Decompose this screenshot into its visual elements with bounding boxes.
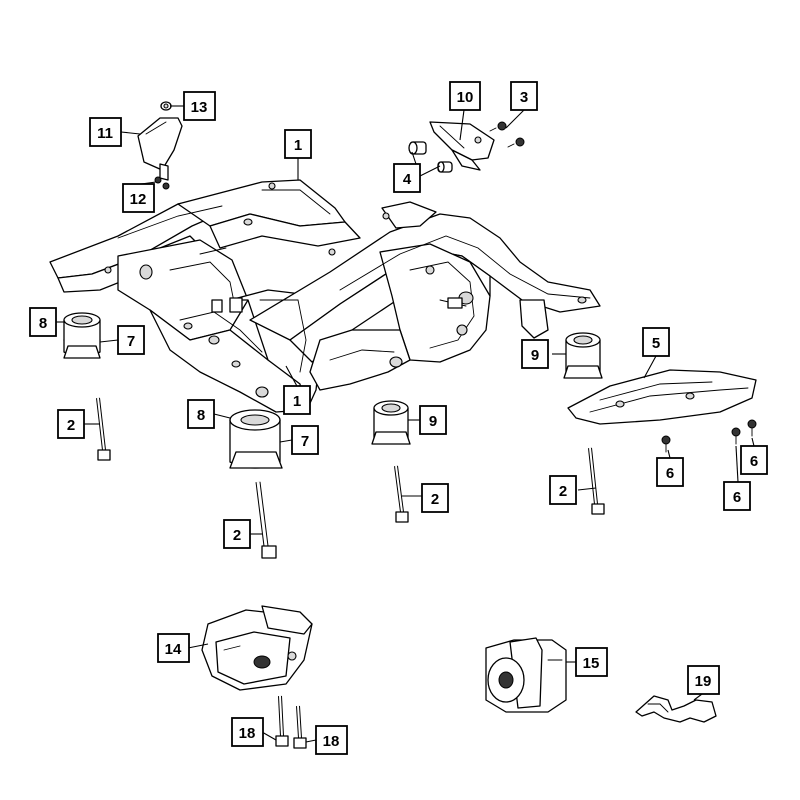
callout-2-right-label: 2	[559, 483, 567, 500]
callout-1-label: 1	[294, 137, 302, 154]
callout-3: 3	[510, 81, 538, 111]
frame-cradle	[49, 179, 601, 413]
callout-7-center-label: 7	[301, 433, 309, 450]
callout-8-left: 8	[29, 307, 57, 337]
callout-18-right: 18	[315, 725, 348, 755]
callout-1-pointer: 1	[283, 385, 311, 415]
callout-19-label: 19	[695, 673, 712, 690]
callout-18-left-label: 18	[239, 725, 256, 742]
bolt-2-center-right	[394, 465, 409, 523]
callout-10: 10	[449, 81, 481, 111]
callout-2-center-right-label: 2	[431, 491, 439, 508]
callout-2-far-left: 2	[57, 409, 85, 439]
callout-18-left: 18	[231, 717, 264, 747]
part-5-skid-plate	[567, 369, 757, 425]
part-12-screws	[154, 176, 170, 190]
bushing-center-left	[229, 409, 283, 469]
callout-18-right-label: 18	[323, 733, 340, 750]
callout-7-left-label: 7	[127, 333, 135, 350]
callout-6-c: 6	[723, 481, 751, 511]
callout-13: 13	[183, 91, 216, 121]
callout-3-label: 3	[520, 89, 528, 106]
callout-2-right: 2	[549, 475, 577, 505]
callout-6-a-label: 6	[666, 465, 674, 482]
callout-12: 12	[122, 183, 155, 213]
callout-12-label: 12	[130, 191, 147, 208]
fasteners-6	[661, 419, 757, 453]
leader-lines	[56, 105, 755, 743]
part-14-mount	[201, 605, 313, 691]
callout-2-far-left-label: 2	[67, 417, 75, 434]
callout-1b-label: 1	[293, 393, 301, 410]
bolt-2-right	[588, 447, 605, 515]
part-18-bolts	[275, 695, 307, 749]
callout-6-a: 6	[656, 457, 684, 487]
callout-11-label: 11	[97, 125, 113, 142]
callout-2-center-left: 2	[223, 519, 251, 549]
callout-2-center-left-label: 2	[233, 527, 241, 544]
callout-1: 1	[284, 129, 312, 159]
callout-7-center: 7	[291, 425, 319, 455]
part-3-bolts	[489, 121, 525, 148]
callout-4: 4	[393, 163, 421, 193]
callout-6-c-label: 6	[733, 489, 741, 506]
part-4-bushings	[408, 141, 453, 173]
callout-8-center: 8	[187, 399, 215, 429]
part-19-clip	[635, 695, 717, 723]
callout-13-label: 13	[191, 99, 208, 116]
bushing-center-right	[371, 400, 411, 445]
callout-4-label: 4	[403, 171, 412, 188]
callout-14-label: 14	[165, 641, 182, 658]
callout-10-label: 10	[457, 89, 474, 106]
callout-9-right-label: 9	[531, 347, 539, 364]
callout-11: 11	[89, 117, 122, 147]
callout-2-center-right: 2	[421, 483, 449, 513]
callout-14: 14	[157, 633, 190, 663]
bolt-2-far-left	[96, 397, 111, 461]
callout-6-b-label: 6	[750, 453, 758, 470]
callout-15: 15	[575, 647, 608, 677]
part-11-shield	[137, 117, 183, 181]
callout-5: 5	[642, 327, 670, 357]
callout-9-center-label: 9	[429, 413, 437, 430]
part-13-nut	[160, 101, 172, 111]
bushing-left-upper	[63, 312, 101, 359]
callout-7-left: 7	[117, 325, 145, 355]
part-15-mount	[485, 637, 567, 713]
callout-19: 19	[687, 665, 720, 695]
part-10-bracket	[429, 121, 495, 171]
bolt-2-center-left	[255, 481, 277, 559]
callout-9-center: 9	[419, 405, 447, 435]
callout-15-label: 15	[583, 655, 600, 672]
bushing-right	[563, 332, 603, 379]
callout-8-center-label: 8	[197, 407, 205, 424]
callout-8-left-label: 8	[39, 315, 47, 332]
callout-5-label: 5	[652, 335, 660, 352]
callout-9-right: 9	[521, 339, 549, 369]
callout-6-b: 6	[740, 445, 768, 475]
